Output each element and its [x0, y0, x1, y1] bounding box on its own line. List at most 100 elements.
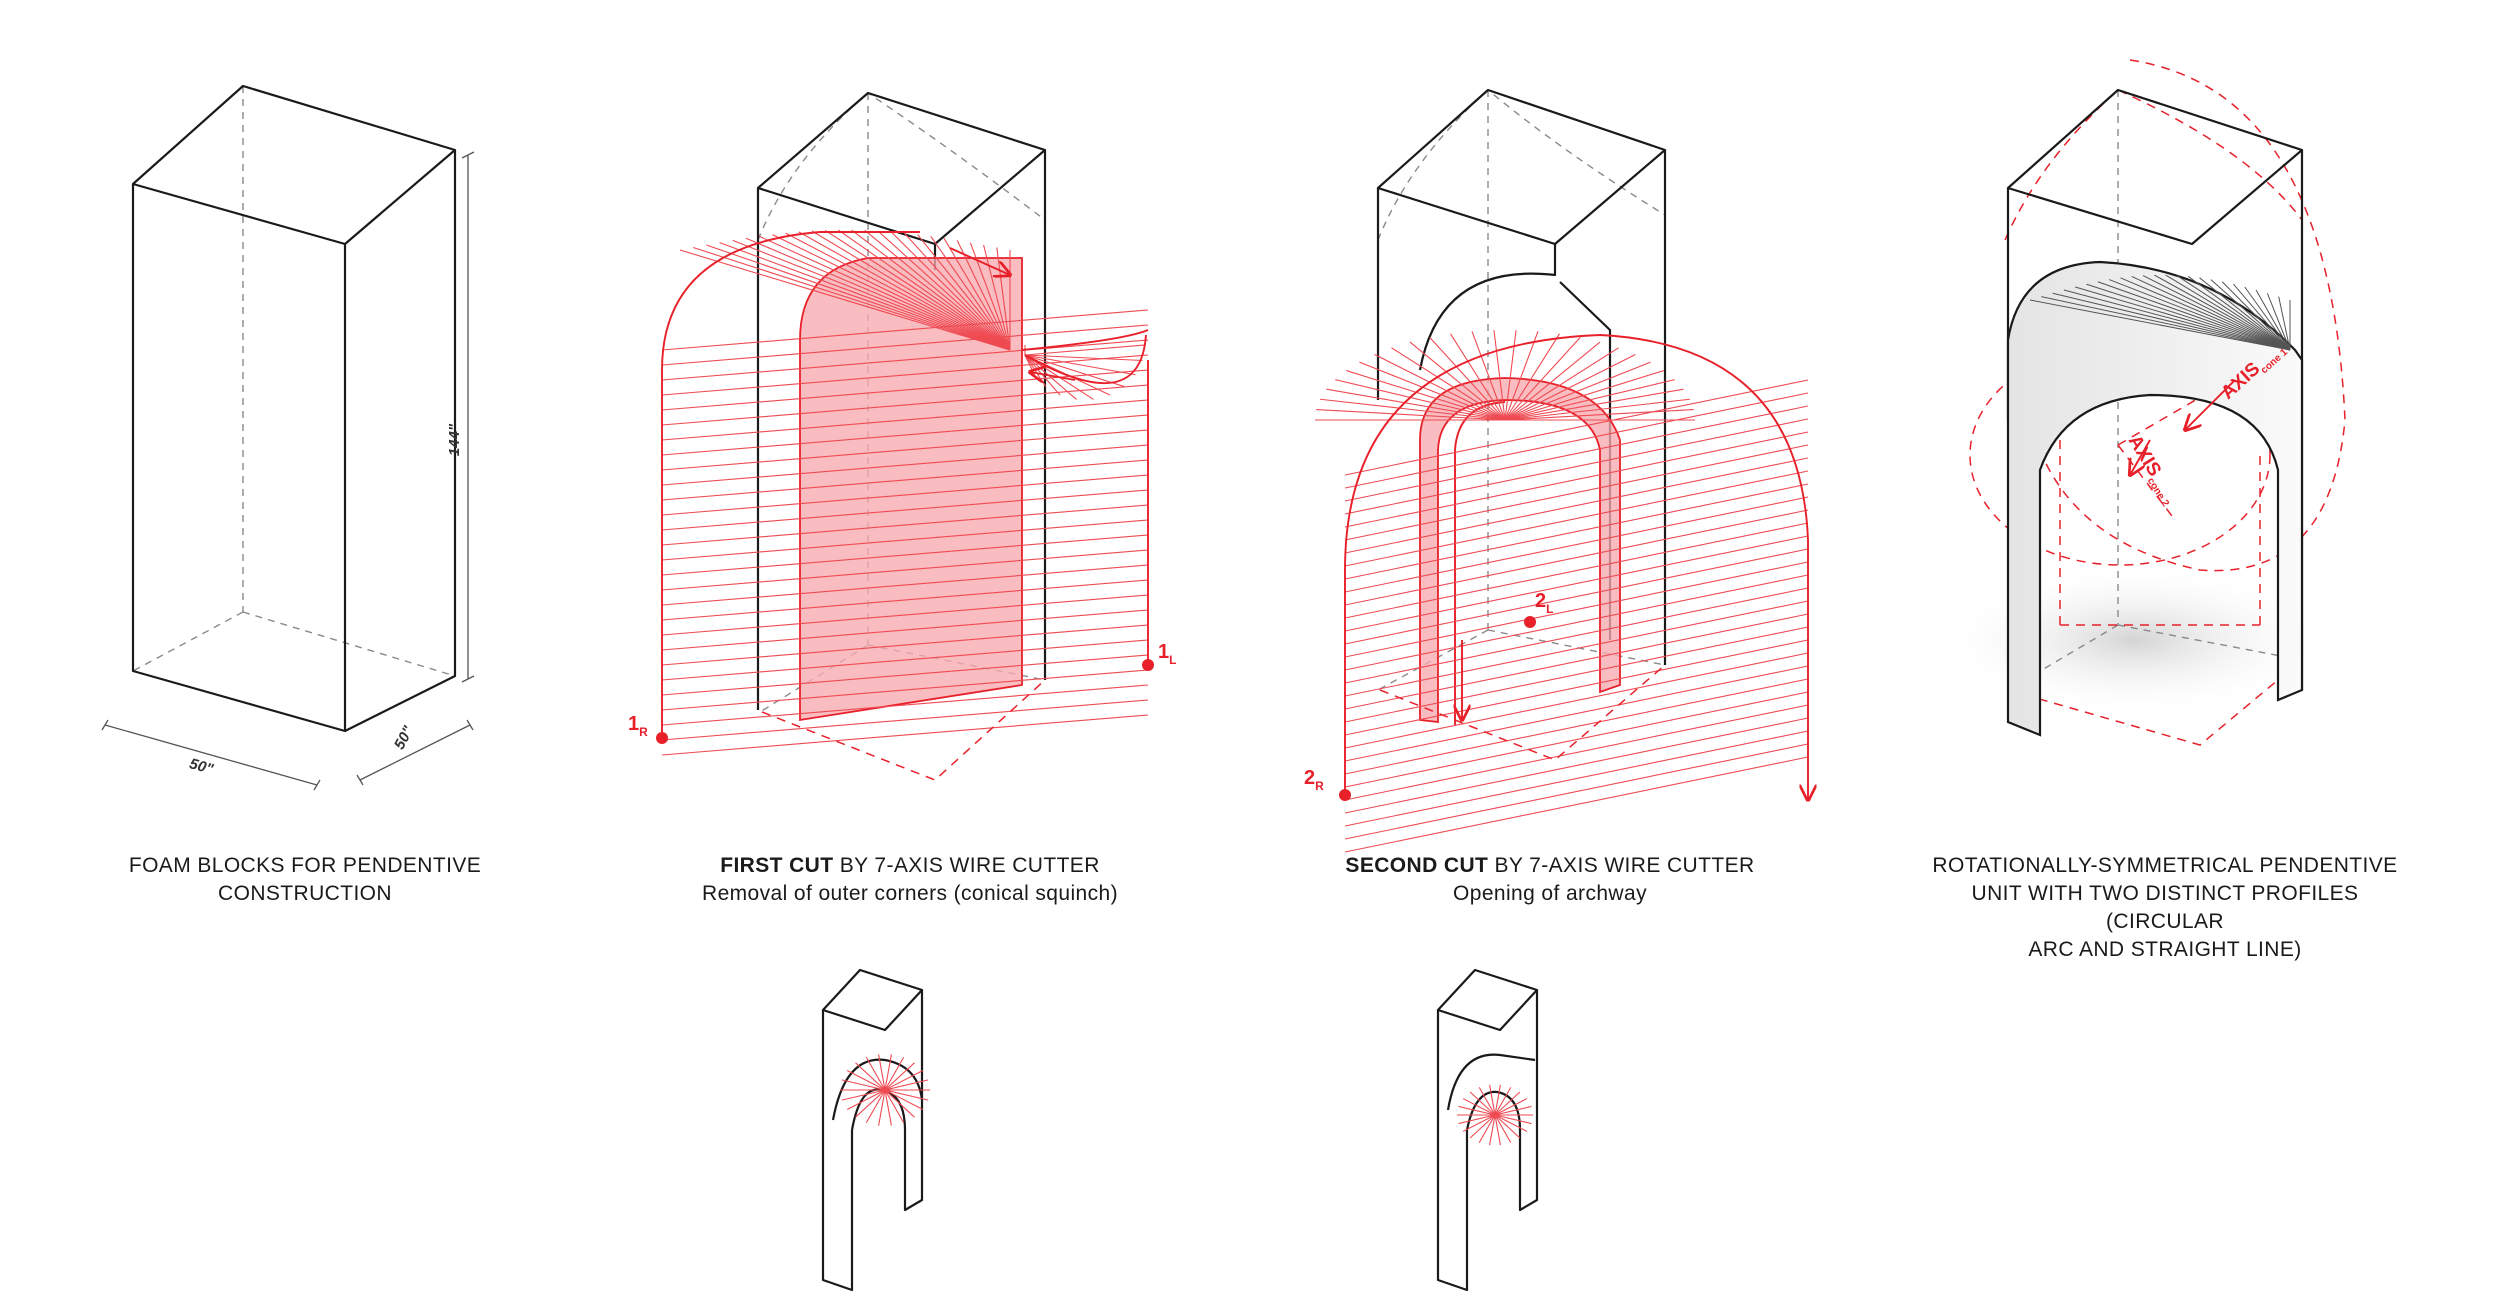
- fan-line: [1024, 354, 1143, 362]
- sweep-line: [1344, 613, 1809, 710]
- sweep-line: [661, 579, 1149, 621]
- sweep-line: [1344, 379, 1809, 476]
- thumb-fan-line: [1494, 1114, 1512, 1143]
- surface-line: [2131, 275, 2291, 351]
- sweep-line: [661, 519, 1149, 561]
- thumb-fan-line: [1458, 1105, 1496, 1116]
- first-cut-thumb-sweep: [840, 1054, 930, 1126]
- pendentive-unit-drawing: AXIScone 1 AXIScone 2: [1935, 59, 2346, 746]
- sweep-line: [661, 489, 1149, 531]
- thumb-fan-line: [1458, 1114, 1496, 1125]
- dim-depth-label: 50": [391, 723, 418, 753]
- thumb-fan-line: [884, 1062, 915, 1091]
- fan-line: [693, 246, 1011, 351]
- fan-line: [1409, 341, 1506, 421]
- thumb-fan-line: [1494, 1114, 1532, 1125]
- thumb-fan-line: [1469, 1091, 1496, 1116]
- fan-line: [1471, 331, 1506, 421]
- fan-line: [811, 230, 1011, 351]
- sweep-line: [1344, 587, 1809, 684]
- thumb-fan-line: [1469, 1114, 1496, 1139]
- thumb-fan-line: [1489, 1084, 1496, 1116]
- thumb-fan-line: [884, 1089, 924, 1110]
- sweep-line: [661, 714, 1149, 756]
- sweep-line: [1344, 574, 1809, 671]
- surface-line: [2120, 277, 2291, 351]
- sweep-line: [661, 444, 1149, 486]
- surface-line: [2244, 286, 2291, 351]
- fan-line: [798, 231, 1011, 351]
- surface-line: [2063, 289, 2291, 351]
- first-cut-drawing: 1R 1L: [628, 91, 1176, 781]
- thumb-fan-line: [884, 1089, 892, 1126]
- fan-line: [679, 249, 1011, 351]
- fan-line: [1391, 347, 1506, 421]
- sweep-line: [1344, 470, 1809, 567]
- fan-line: [772, 234, 1011, 351]
- fan-line: [1024, 344, 1146, 356]
- thumb-fan-line: [1478, 1087, 1496, 1116]
- thumb-fan-line: [884, 1070, 924, 1091]
- surface-line: [2154, 274, 2291, 351]
- sweep-line: [1344, 717, 1809, 814]
- thumb-fan-line: [878, 1054, 886, 1091]
- fan-line: [1504, 333, 1560, 421]
- thumb-fan-line: [865, 1089, 886, 1124]
- sweep-line: [661, 354, 1149, 396]
- sweep-line: [661, 699, 1149, 741]
- sweep-line: [661, 549, 1149, 591]
- fan-line: [838, 229, 1011, 351]
- fan-line: [1024, 354, 1125, 388]
- sweep-line: [1344, 496, 1809, 593]
- sweep-line: [1344, 405, 1809, 502]
- thumb-fan-line: [1494, 1105, 1532, 1116]
- thumb-fan-line: [1494, 1084, 1501, 1116]
- sweep-line: [1344, 535, 1809, 632]
- fan-line: [785, 232, 1011, 351]
- fan-line: [956, 240, 1011, 351]
- sweep-line: [661, 639, 1149, 681]
- surface-line: [2221, 281, 2291, 351]
- surface-line: [2176, 275, 2291, 351]
- fan-line: [1359, 361, 1506, 421]
- fan-line: [1450, 333, 1506, 421]
- dim-width-label: 50": [187, 755, 215, 778]
- thumb-fan-line: [1494, 1098, 1528, 1116]
- sweep-line: [661, 339, 1149, 381]
- surface-line: [2233, 283, 2291, 351]
- sweep-line: [1344, 626, 1809, 723]
- fan-line: [983, 244, 1011, 351]
- sweep-line: [1344, 691, 1809, 788]
- sweep-line: [1344, 418, 1809, 515]
- fan-line: [1504, 409, 1694, 421]
- fan-line: [917, 234, 1011, 351]
- sweep-line: [661, 609, 1149, 651]
- fan-line: [1504, 388, 1684, 421]
- sweep-line: [661, 474, 1149, 516]
- fan-line: [1316, 409, 1506, 421]
- foam-block-drawing: [131, 84, 457, 733]
- fan-line: [864, 229, 1011, 351]
- fan-line: [732, 239, 1011, 351]
- fan-line: [890, 231, 1011, 351]
- fan-line: [1326, 388, 1506, 421]
- sweep-line: [1344, 548, 1809, 645]
- fan-line: [1504, 331, 1539, 421]
- surface-line: [2086, 283, 2291, 351]
- label-1r: 1R: [628, 713, 648, 739]
- axis-cone-2-label: AXIScone 2: [2121, 432, 2182, 510]
- fan-line: [943, 237, 1011, 351]
- thumb-fan-line: [855, 1089, 886, 1118]
- first-cut-thumbnail: [821, 968, 930, 1292]
- thumb-fan-line: [1494, 1114, 1528, 1132]
- fan-line: [903, 232, 1011, 351]
- thumb-fan-line: [878, 1089, 886, 1126]
- fan-line: [706, 244, 1011, 351]
- sweep-line: [661, 564, 1149, 606]
- fan-line: [1504, 370, 1664, 421]
- sweep-line: [661, 504, 1149, 546]
- thumb-fan-line: [884, 1079, 929, 1091]
- fan-line: [1346, 370, 1506, 421]
- sweep-line: [1344, 431, 1809, 528]
